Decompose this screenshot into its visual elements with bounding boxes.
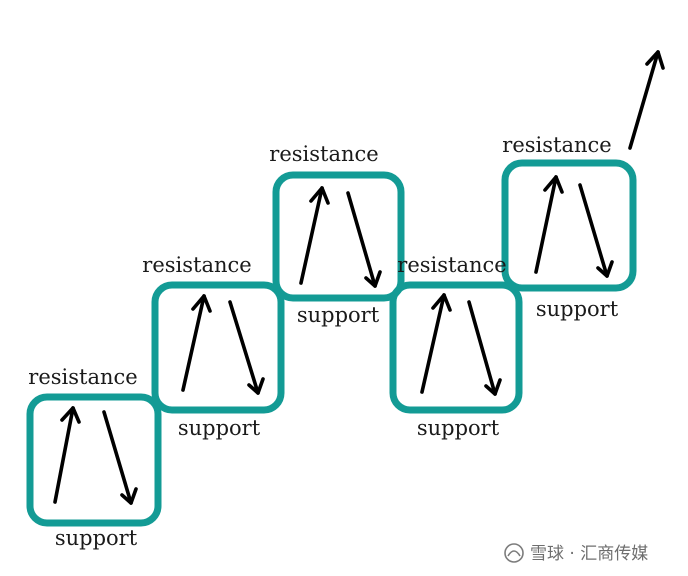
down-arrow-head-5	[596, 260, 614, 278]
up-arrow-line-4	[420, 293, 446, 394]
down-arrow-head-1	[120, 487, 138, 505]
price-box-3	[272, 171, 405, 302]
support-label-1: support	[55, 526, 138, 550]
up-arrow-line-1	[53, 406, 75, 504]
up-arrow-line-2	[181, 294, 206, 392]
breakout-arrow-line	[628, 50, 660, 150]
box-frame-4	[389, 281, 523, 414]
down-arrow-line-5	[578, 183, 609, 278]
snowball-logo-icon	[504, 543, 524, 563]
breakout-arrow-head	[645, 50, 665, 70]
up-arrow-line-5	[534, 175, 558, 274]
down-arrow-head-2	[247, 377, 265, 395]
support-label-2: support	[178, 416, 261, 440]
breakout-arrow	[628, 50, 665, 150]
up-arrow-head-4	[431, 293, 452, 312]
down-arrow-line-1	[102, 410, 133, 505]
support-label-4: support	[417, 416, 500, 440]
price-box-2	[151, 281, 285, 414]
resistance-label-4: resistance	[397, 253, 506, 277]
up-arrow-head-3	[309, 186, 330, 205]
up-arrow-head-1	[60, 406, 81, 424]
down-arrow-head-3	[364, 270, 382, 288]
down-arrow-head-4	[484, 378, 502, 396]
resistance-label-3: resistance	[269, 142, 378, 166]
price-box-5	[501, 159, 637, 292]
resistance-label-1: resistance	[28, 365, 137, 389]
down-arrow-line-4	[467, 300, 497, 396]
price-box-4	[389, 281, 523, 414]
box-frame-1	[26, 393, 162, 527]
box-frame-2	[151, 281, 285, 414]
box-frame-3	[272, 171, 405, 302]
watermark-text: 雪球 · 汇商传媒	[530, 544, 648, 564]
up-arrow-head-2	[191, 294, 212, 313]
up-arrow-line-3	[299, 186, 324, 285]
box-frame-5	[501, 159, 637, 292]
resistance-label-2: resistance	[142, 253, 251, 277]
price-box-1	[26, 393, 162, 527]
down-arrow-line-2	[228, 300, 260, 395]
up-arrow-head-5	[543, 175, 564, 194]
resistance-label-5: resistance	[502, 133, 611, 157]
support-label-3: support	[297, 303, 380, 327]
support-label-5: support	[536, 297, 619, 321]
watermark: 雪球 · 汇商传媒	[504, 543, 648, 564]
down-arrow-line-3	[346, 191, 377, 288]
